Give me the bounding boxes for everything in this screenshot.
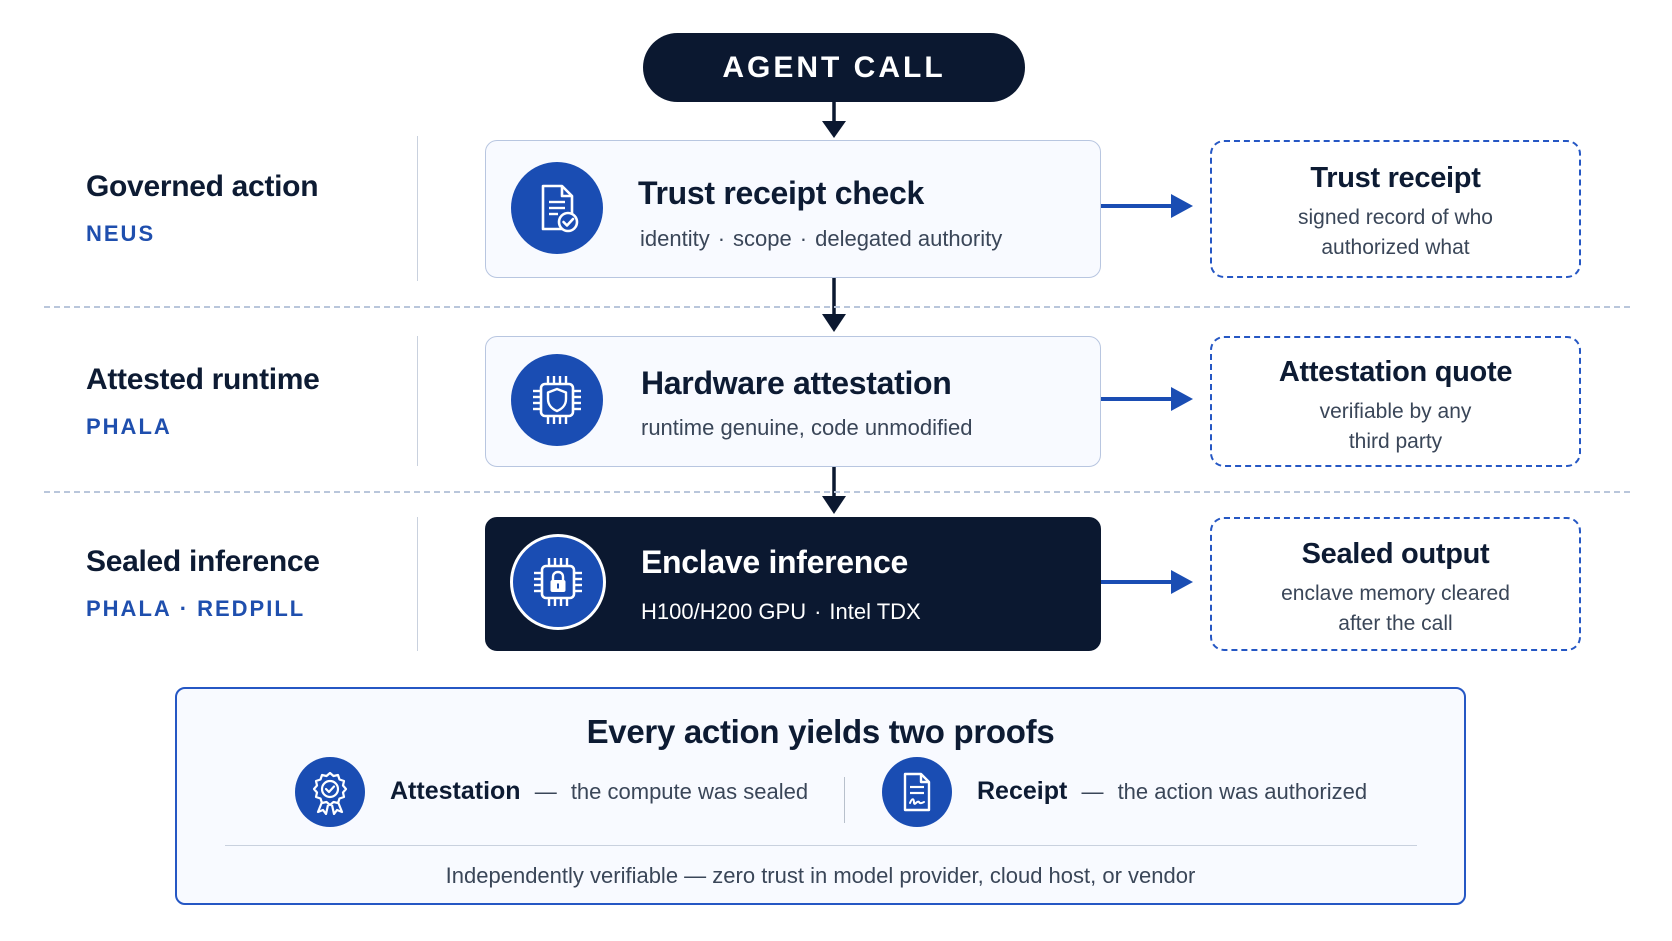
card-tags: H100/H200 GPU · Intel TDX	[641, 599, 921, 625]
output-description-line: authorized what	[1321, 236, 1470, 259]
card-subtitle: runtime genuine, code unmodified	[641, 415, 973, 440]
output-description: signed record of who authorized what	[1212, 203, 1579, 263]
tier-provider: PHALA · REDPILL	[86, 596, 320, 622]
proof-description: the action was authorized	[1117, 779, 1368, 804]
separator-dot: ·	[799, 226, 808, 251]
signed-document-icon	[882, 757, 952, 827]
summary-title: Every action yields two proofs	[586, 713, 1055, 750]
agent-call-pill: AGENT CALL	[643, 33, 1025, 102]
agent-call-label: AGENT CALL	[722, 50, 946, 84]
separator-dot: ·	[179, 596, 190, 621]
proofs-divider	[844, 777, 845, 823]
output-title: Sealed output	[1301, 538, 1490, 570]
tier-title: Governed action	[86, 170, 319, 203]
proof-dash: —	[1081, 779, 1104, 804]
down-arrow-2	[822, 278, 846, 332]
down-arrow-3	[822, 466, 846, 514]
two-proofs-summary: Every action yields two proofs Attestati…	[175, 687, 1466, 905]
output-description-line: verifiable by any	[1319, 400, 1472, 423]
hardware-attestation-card: Hardware attestation runtime genuine, co…	[485, 336, 1101, 467]
output-description-line: third party	[1348, 430, 1443, 453]
tier-1-vertical-divider	[417, 136, 418, 281]
right-arrow-3	[1101, 570, 1193, 594]
tier-2-vertical-divider	[417, 336, 418, 466]
output-description: verifiable by any third party	[1212, 397, 1579, 457]
trust-receipt-check-card: Trust receipt check identity · scope · deleg…	[485, 140, 1101, 278]
card-title: Trust receipt check	[638, 175, 924, 211]
card-tags: identity · scope · delegated authority	[640, 226, 1002, 252]
provider-redpill: REDPILL	[197, 596, 306, 621]
attestation-quote-output: Attestation quote verifiable by any thir…	[1210, 336, 1581, 467]
proof-description: the compute was sealed	[570, 779, 809, 804]
chip-shield-icon	[511, 354, 603, 446]
separator-dot: ·	[717, 226, 726, 251]
tag-delegated-authority: delegated authority	[815, 226, 1003, 251]
tag-intel-tdx: Intel TDX	[829, 599, 921, 624]
proof-label: Receipt	[977, 777, 1068, 805]
tier-separator-2	[44, 491, 1630, 493]
summary-divider	[225, 845, 1417, 846]
output-description: enclave memory cleared after the call	[1212, 579, 1579, 639]
output-title: Trust receipt	[1310, 162, 1481, 194]
proof-attestation: Attestation — the compute was sealed	[390, 777, 808, 806]
tier-separator-1	[44, 306, 1630, 308]
tier-label-governed-action: Governed action NEUS	[86, 170, 319, 247]
provider-phala: PHALA	[86, 596, 172, 621]
proof-receipt: Receipt — the action was authorized	[977, 777, 1367, 806]
tag-identity: identity	[640, 226, 710, 251]
card-title: Enclave inference	[641, 544, 909, 580]
proof-label: Attestation	[390, 777, 521, 805]
summary-footer: Independently verifiable — zero trust in…	[445, 863, 1196, 888]
right-arrow-2	[1101, 387, 1193, 411]
output-description-line: after the call	[1338, 612, 1453, 635]
output-title: Attestation quote	[1278, 356, 1513, 388]
tag-gpu: H100/H200 GPU	[641, 599, 807, 624]
enclave-inference-card: Enclave inference H100/H200 GPU · Intel TD…	[485, 517, 1101, 651]
tier-title: Attested runtime	[86, 363, 320, 396]
tier-3-vertical-divider	[417, 517, 418, 651]
output-description-line: enclave memory cleared	[1281, 582, 1510, 605]
right-arrow-1	[1101, 194, 1193, 218]
document-check-icon	[511, 162, 603, 254]
tier-provider: PHALA	[86, 414, 172, 439]
tier-provider: NEUS	[86, 221, 156, 246]
card-title: Hardware attestation	[641, 365, 952, 401]
tier-title: Sealed inference	[86, 545, 320, 578]
trust-receipt-output: Trust receipt signed record of who autho…	[1210, 140, 1581, 278]
sealed-output-box: Sealed output enclave memory cleared aft…	[1210, 517, 1581, 651]
tier-label-attested-runtime: Attested runtime PHALA	[86, 363, 320, 440]
output-description-line: signed record of who	[1298, 206, 1493, 229]
separator-dot: ·	[814, 599, 822, 624]
tier-label-sealed-inference: Sealed inference PHALA · REDPILL	[86, 545, 320, 622]
tag-scope: scope	[733, 226, 792, 251]
down-arrow-1	[822, 102, 846, 138]
proof-dash: —	[534, 779, 557, 804]
award-badge-icon	[295, 757, 365, 827]
chip-lock-icon	[510, 534, 606, 630]
